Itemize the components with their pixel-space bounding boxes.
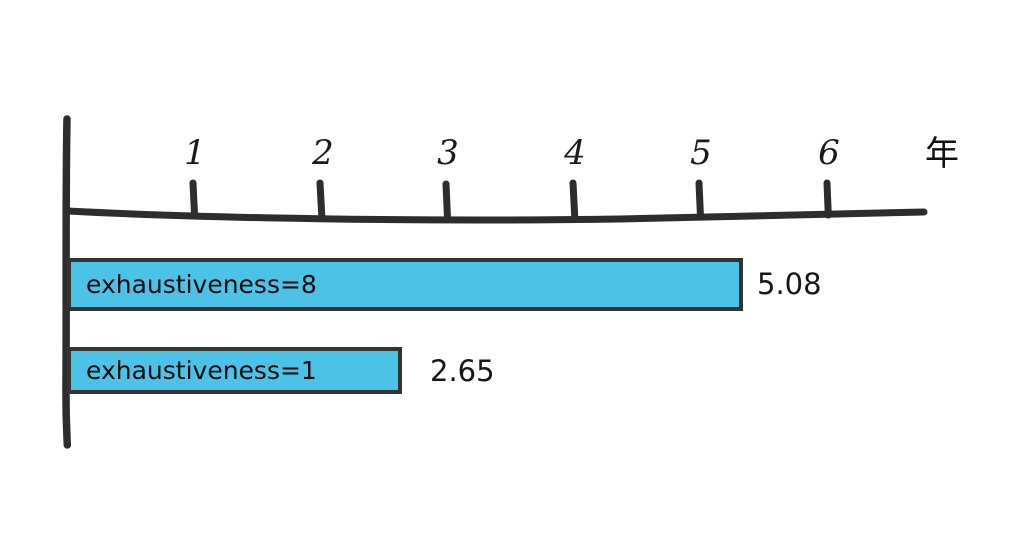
x-axis-tick-4	[569, 179, 579, 222]
bar-value-label: 2.65	[430, 354, 495, 388]
bar-value-label: 5.08	[757, 267, 822, 301]
bar-label: exhaustiveness=1	[86, 356, 317, 385]
bar-row-exhaustiveness-1[interactable]: exhaustiveness=1	[67, 347, 402, 394]
x-axis-tick-2	[316, 179, 326, 220]
x-axis-unit-label: 年	[925, 134, 959, 174]
x-tick-label-5: 5	[690, 133, 712, 173]
y-axis-line	[62, 115, 72, 449]
x-tick-label-6: 6	[818, 133, 840, 173]
bar-rect[interactable]	[67, 258, 743, 311]
x-axis-tick-5	[695, 179, 704, 221]
bar-rect[interactable]	[67, 347, 402, 394]
x-tick-label-1: 1	[184, 133, 206, 173]
x-axis-tick-6	[823, 179, 832, 219]
x-tick-label-4: 4	[564, 133, 586, 173]
x-axis-tick-1	[189, 179, 198, 218]
bar-row-exhaustiveness-8[interactable]: exhaustiveness=8	[67, 258, 743, 311]
x-tick-label-2: 2	[312, 133, 334, 173]
x-axis-tick-3	[442, 180, 451, 222]
x-tick-label-3: 3	[437, 133, 459, 173]
bar-label: exhaustiveness=8	[86, 270, 317, 299]
